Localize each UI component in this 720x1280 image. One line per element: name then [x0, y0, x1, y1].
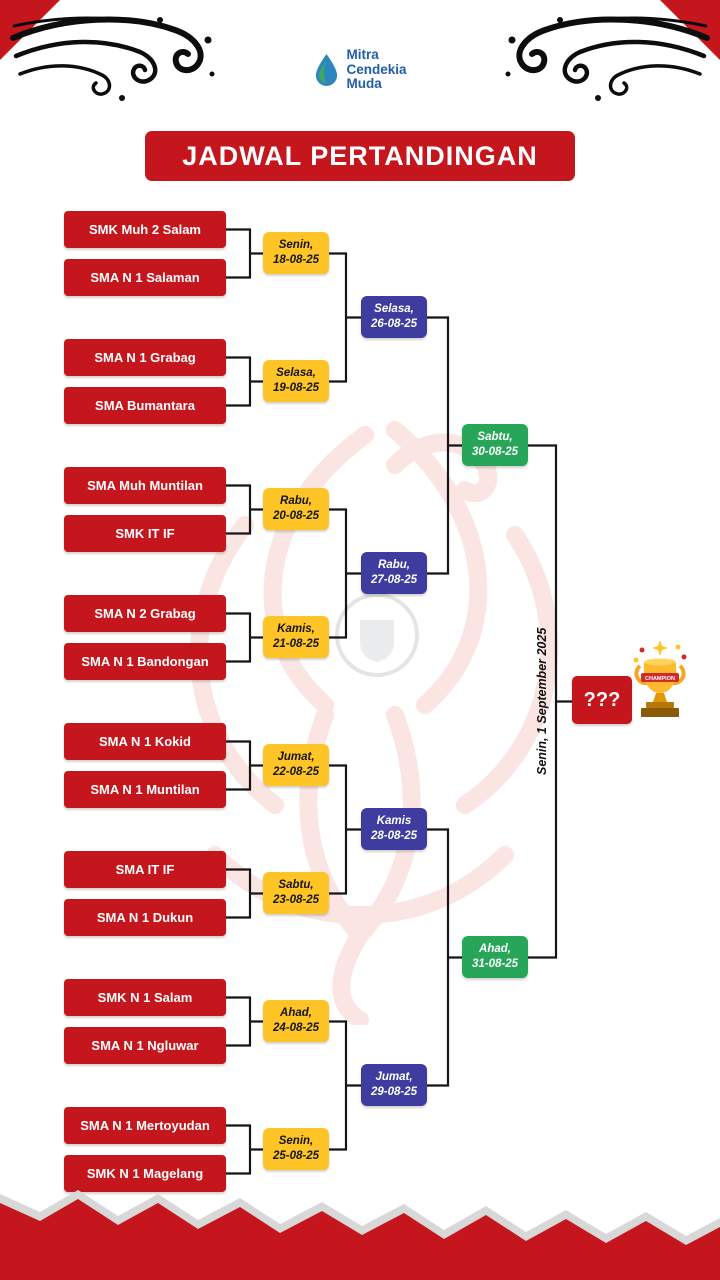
- match-date: 19-08-25: [272, 382, 320, 394]
- watermark-emblem: [335, 593, 419, 677]
- round1-date-box: Kamis, 21-08-25: [263, 616, 329, 658]
- brand-line: Muda: [346, 76, 382, 92]
- match-day: Senin,: [278, 239, 314, 252]
- page-title: JADWAL PERTANDINGAN: [182, 140, 538, 171]
- team-box: SMA N 2 Grabag: [64, 595, 226, 632]
- team-box: SMK Muh 2 Salam: [64, 211, 226, 248]
- team-box: SMA N 1 Muntilan: [64, 771, 226, 808]
- ornamental-swirl-left-icon: [10, 16, 215, 101]
- team-box: SMA N 1 Grabag: [64, 339, 226, 376]
- team-box: SMA N 1 Ngluwar: [64, 1027, 226, 1064]
- round2-date-box: Kamis 28-08-25: [361, 808, 427, 850]
- winner-box: ???: [572, 676, 632, 724]
- match-day: Kamis: [376, 815, 412, 828]
- team-box: SMA N 1 Mertoyudan: [64, 1107, 226, 1144]
- round1-date-box: Rabu, 20-08-25: [263, 488, 329, 530]
- match-date: 29-08-25: [370, 1086, 418, 1098]
- match-day: Senin,: [278, 1135, 314, 1148]
- match-date: 23-08-25: [272, 894, 320, 906]
- torn-edge: [0, 1190, 720, 1280]
- match-day: Sabtu,: [477, 431, 513, 444]
- team-box: SMK IT IF: [64, 515, 226, 552]
- match-day: Ahad,: [479, 943, 511, 956]
- round2-date-box: Jumat, 29-08-25: [361, 1064, 427, 1106]
- match-day: Ahad,: [280, 1007, 312, 1020]
- match-day: Selasa,: [276, 367, 316, 380]
- brand-logo: Mitra Cendekia Muda: [313, 47, 407, 92]
- match-day: Kamis,: [277, 623, 315, 636]
- team-box: SMA N 1 Dukun: [64, 899, 226, 936]
- round1-date-box: Selasa, 19-08-25: [263, 360, 329, 402]
- match-date: 26-08-25: [370, 318, 418, 330]
- round2-date-box: Selasa, 26-08-25: [361, 296, 427, 338]
- team-box: SMA N 1 Bandongan: [64, 643, 226, 680]
- team-box: SMA Bumantara: [64, 387, 226, 424]
- match-date: 18-08-25: [272, 254, 320, 266]
- match-date: 20-08-25: [272, 510, 320, 522]
- match-day: Jumat,: [375, 1071, 413, 1084]
- team-box: SMA IT IF: [64, 851, 226, 888]
- title-banner: JADWAL PERTANDINGAN: [145, 131, 575, 181]
- round1-date-box: Sabtu, 23-08-25: [263, 872, 329, 914]
- match-day: Selasa,: [374, 303, 414, 316]
- round1-date-box: Senin, 18-08-25: [263, 232, 329, 274]
- round1-date-box: Senin, 25-08-25: [263, 1128, 329, 1170]
- match-date: 28-08-25: [370, 830, 418, 842]
- team-box: SMA N 1 Kokid: [64, 723, 226, 760]
- match-date: 25-08-25: [272, 1150, 320, 1162]
- match-date: 24-08-25: [272, 1022, 320, 1034]
- brand-line: Mitra: [346, 47, 379, 62]
- team-box: SMA N 1 Salaman: [64, 259, 226, 296]
- round1-date-box: Jumat, 22-08-25: [263, 744, 329, 786]
- match-date: 21-08-25: [272, 638, 320, 650]
- match-date: 30-08-25: [471, 446, 519, 458]
- ornamental-swirl-right-icon: [505, 16, 710, 101]
- team-box: SMK N 1 Salam: [64, 979, 226, 1016]
- trophy-icon: CHAMPION: [633, 640, 687, 717]
- round2-date-box: Rabu, 27-08-25: [361, 552, 427, 594]
- match-date: 31-08-25: [471, 958, 519, 970]
- team-box: SMK N 1 Magelang: [64, 1155, 226, 1192]
- match-day: Sabtu,: [278, 879, 314, 892]
- round1-date-box: Ahad, 24-08-25: [263, 1000, 329, 1042]
- semifinal-date-box: Ahad, 31-08-25: [462, 936, 528, 978]
- semifinal-date-box: Sabtu, 30-08-25: [462, 424, 528, 466]
- water-drop-icon: [315, 53, 338, 86]
- final-date-label: Senin, 1 September 2025: [535, 627, 549, 776]
- match-day: Rabu,: [280, 495, 312, 508]
- brand-name: Mitra Cendekia Muda: [346, 47, 407, 92]
- match-day: Rabu,: [378, 559, 410, 572]
- match-date: 27-08-25: [370, 574, 418, 586]
- team-box: SMA Muh Muntilan: [64, 467, 226, 504]
- brand-line: Cendekia: [346, 61, 407, 77]
- match-date: 22-08-25: [272, 766, 320, 778]
- match-day: Jumat,: [277, 751, 315, 764]
- svg-text:CHAMPION: CHAMPION: [645, 676, 675, 682]
